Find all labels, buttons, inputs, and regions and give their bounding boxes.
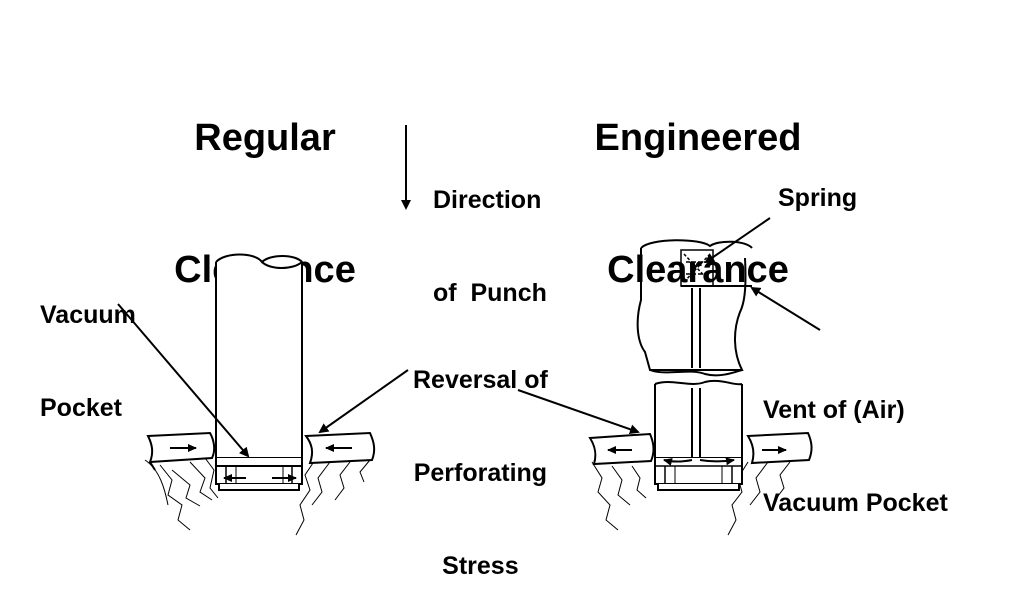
spring-label: Spring bbox=[778, 184, 858, 212]
vent-arrow bbox=[750, 286, 821, 331]
title-regular-line1: Regular bbox=[194, 117, 336, 159]
regular-slug bbox=[215, 458, 303, 491]
engineered-slug bbox=[654, 458, 743, 491]
vacuum-pocket-arrow bbox=[117, 303, 250, 458]
vent-line2: Vacuum Pocket bbox=[763, 489, 948, 517]
engineered-slug-arrow-right bbox=[699, 457, 735, 466]
engineered-strip-right bbox=[746, 431, 813, 465]
regular-die-right bbox=[295, 459, 371, 536]
regular-strip-left bbox=[146, 431, 216, 471]
direction-line2: of Punch bbox=[433, 279, 547, 307]
direction-line1: Direction bbox=[433, 186, 542, 214]
regular-die-left bbox=[144, 457, 219, 531]
reversal-arrow-left bbox=[318, 369, 409, 434]
vent-label: Vent of (Air) Vacuum Pocket bbox=[763, 333, 948, 550]
engineered-punch-lower bbox=[654, 379, 743, 459]
engineered-slug-arrow-left bbox=[663, 458, 693, 466]
regular-punch bbox=[215, 253, 304, 459]
reversal-line2: Perforating bbox=[413, 459, 548, 487]
engineered-die-left bbox=[591, 461, 647, 531]
reversal-line1: Reversal of bbox=[413, 366, 548, 394]
title-engineered-clearance: Engineered Clearance bbox=[578, 28, 818, 336]
vacuum-pocket-line2: Pocket bbox=[40, 394, 122, 422]
direction-of-punch-label: Direction of Punch bbox=[433, 123, 547, 340]
vent-line1: Vent of (Air) bbox=[763, 396, 905, 424]
spring-cavity bbox=[680, 249, 714, 287]
engineered-punch-upper bbox=[636, 239, 753, 377]
title-engineered-line1: Engineered bbox=[594, 117, 802, 159]
spring-arrow bbox=[704, 217, 771, 264]
clearance-diagram-drawing bbox=[117, 125, 821, 536]
reversal-of-perforating-stress-label: Reversal of Perforating Stress bbox=[413, 303, 548, 613]
reversal-arrow-right bbox=[517, 389, 640, 435]
